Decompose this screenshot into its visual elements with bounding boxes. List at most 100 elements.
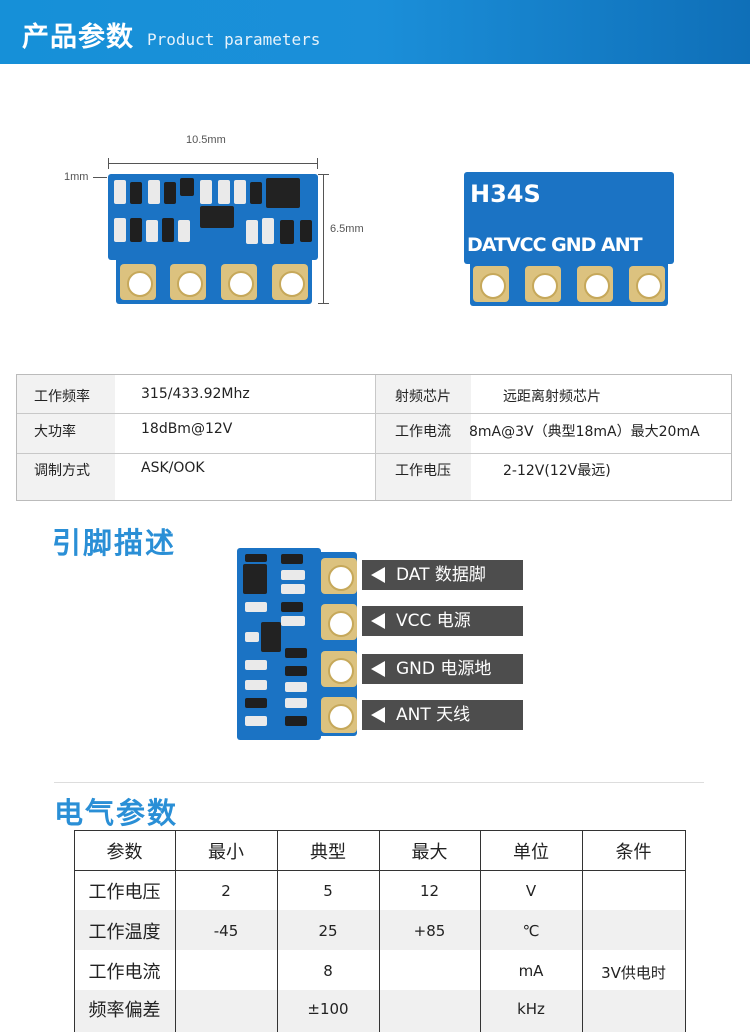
resistor [234, 180, 246, 204]
param-value: ASK/OOK [141, 460, 205, 476]
pcb-side-image [237, 548, 321, 740]
resistor [281, 584, 305, 594]
height-dimension-label: 6.5mm [330, 223, 364, 235]
capacitor [285, 648, 307, 658]
capacitor [285, 666, 307, 676]
column-header: 最小 [208, 842, 244, 863]
column-divider [375, 375, 376, 500]
pad-ant [321, 697, 357, 733]
resistor [245, 602, 267, 612]
pcb-front-image [108, 174, 318, 260]
pcb-pin-silkscreen: DATVCC GND ANT [467, 234, 643, 256]
width-dimension-tick-left [108, 158, 109, 169]
row-label: 工作温度 [88, 922, 161, 943]
pad [221, 264, 257, 300]
resistor [285, 682, 307, 692]
pcb-side-pad-strip [319, 552, 357, 736]
resistor [246, 220, 258, 244]
param-value: 2-12V(12V最远) [503, 463, 611, 479]
ic-chip [200, 206, 234, 228]
cell-max: 12 [419, 882, 440, 900]
resistor [245, 632, 259, 642]
cell-unit: mA [518, 962, 544, 980]
pin-label-text: GND 电源地 [396, 659, 492, 679]
pad [629, 266, 665, 302]
pin-label-text: ANT 天线 [396, 705, 471, 725]
cell-typ: 5 [323, 882, 333, 900]
resistor [178, 220, 190, 242]
table-border [277, 830, 278, 1032]
pad [120, 264, 156, 300]
pin-label-text: DAT 数据脚 [396, 565, 486, 585]
capacitor [162, 218, 174, 242]
param-label: 工作频率 [34, 389, 90, 405]
page-title: 产品参数 [22, 22, 134, 53]
pcb-front-pad-strip [116, 258, 312, 304]
row-shade [74, 870, 686, 910]
cell-typ: ±100 [307, 1000, 349, 1018]
column-header: 条件 [615, 842, 652, 863]
table-border [480, 830, 481, 1032]
height-dimension-tick-top [318, 174, 329, 175]
table-border [582, 830, 583, 1032]
capacitor [130, 218, 142, 242]
resistor [146, 220, 158, 242]
capacitor [164, 182, 176, 204]
column-header: 参数 [106, 842, 143, 863]
capacitor [130, 182, 142, 204]
pin-label-text: VCC 电源 [396, 611, 471, 631]
param-label: 射频芯片 [395, 389, 451, 405]
arrow-left-icon [371, 613, 385, 629]
resistor [262, 218, 274, 244]
param-label: 工作电流 [395, 424, 451, 440]
page-subtitle: Product parameters [147, 30, 321, 49]
cell-min: -45 [213, 922, 239, 940]
param-value: 315/433.92Mhz [141, 386, 250, 402]
label-column-shade [17, 375, 115, 500]
capacitor [281, 602, 303, 612]
pad-vcc [321, 604, 357, 640]
param-value: 远距离射频芯片 [503, 389, 601, 405]
resistor [281, 616, 305, 626]
label-column-shade [375, 375, 471, 500]
section-divider [54, 782, 704, 783]
cell-typ: 25 [318, 922, 338, 940]
param-value: 8mA@3V（典型18mA）最大20mA [469, 424, 700, 440]
table-border [74, 830, 75, 1032]
electrical-section-title: 电气参数 [54, 796, 179, 830]
thickness-dimension-line [93, 177, 107, 178]
capacitor [245, 698, 267, 708]
capacitor [245, 554, 267, 562]
cell-max: +85 [413, 922, 446, 940]
cell-condition: 3V供电时 [601, 964, 666, 982]
column-header: 单位 [513, 842, 549, 863]
height-dimension-line [323, 174, 324, 304]
table-border [74, 830, 686, 831]
param-value: 18dBm@12V [141, 421, 233, 437]
resistor [281, 570, 305, 580]
parameter-table: 工作频率 315/433.92Mhz 射频芯片 远距离射频芯片 大功率 18dB… [16, 374, 732, 501]
cell-unit: V [525, 882, 537, 900]
row-label: 工作电流 [88, 962, 161, 983]
electrical-table: 参数 最小 典型 最大 单位 条件 工作电压 2 5 12 V 工作温度 -45… [74, 830, 686, 1032]
table-border [74, 870, 686, 871]
width-dimension-tick-right [317, 158, 318, 169]
resistor [148, 180, 160, 204]
row-shade [74, 950, 686, 990]
param-label: 工作电压 [395, 463, 451, 479]
pad-gnd [321, 651, 357, 687]
height-dimension-tick-bottom [318, 303, 329, 304]
resistor [114, 218, 126, 242]
pcb-back-pad-strip [470, 262, 668, 306]
pcb-back-image: H34S DATVCC GND ANT [464, 172, 674, 264]
resistor [285, 698, 307, 708]
table-border [175, 830, 176, 1032]
pad [525, 266, 561, 302]
column-header: 最大 [411, 842, 448, 863]
width-dimension-label: 10.5mm [186, 134, 226, 146]
capacitor [300, 220, 312, 242]
pad [170, 264, 206, 300]
row-divider [17, 413, 731, 414]
resistor [245, 680, 267, 690]
pad [577, 266, 613, 302]
